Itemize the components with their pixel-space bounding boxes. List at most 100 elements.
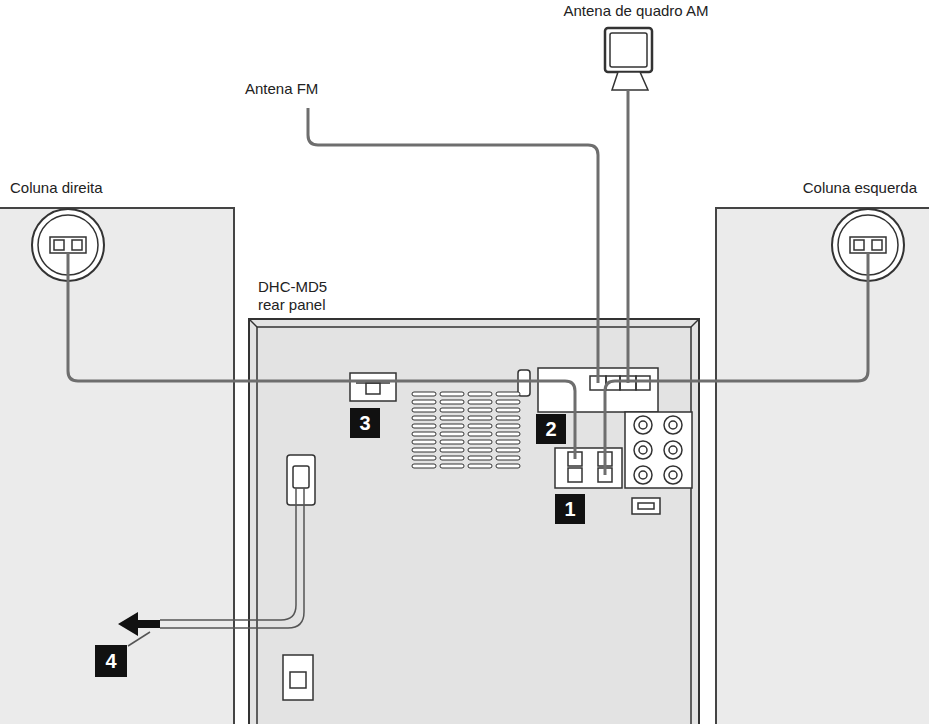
- am-antenna-wire: [627, 90, 630, 110]
- speaker-wire: [248, 381, 575, 459]
- part-label: Coluna esquerda: [717, 179, 929, 197]
- power-cord: [160, 488, 296, 620]
- antenna-terminal: [636, 376, 650, 390]
- jack: [664, 441, 682, 459]
- panel-bevel: [257, 327, 691, 724]
- connector: [632, 498, 660, 514]
- vent-slot: [412, 456, 436, 460]
- vents: [412, 392, 520, 468]
- vent-slot: [468, 400, 492, 404]
- am-antenna-wire: [627, 318, 630, 383]
- jack: [639, 471, 647, 479]
- vent-slot: [468, 408, 492, 412]
- vent-slot: [496, 456, 520, 460]
- arrow-to-outlet: [118, 612, 160, 636]
- panel-corner: [691, 320, 698, 327]
- jack: [639, 421, 647, 429]
- vent-slot: [496, 432, 520, 436]
- speaker-box: Coluna direita4: [0, 207, 235, 724]
- speaker-wire: [68, 253, 235, 381]
- vent-slot: [496, 424, 520, 428]
- cord-plug: [293, 466, 309, 488]
- panel-corner: [250, 320, 257, 327]
- callout-number: 4: [95, 645, 127, 677]
- speaker-terminal: [850, 237, 886, 253]
- jack: [634, 441, 652, 459]
- vent-slot: [496, 408, 520, 412]
- antenna-label: Antena FM: [245, 80, 318, 97]
- jack-panel: [625, 412, 692, 488]
- socket: [283, 655, 313, 700]
- part-label: Coluna direita: [0, 179, 233, 197]
- vent-slot: [440, 440, 464, 444]
- vent-slot: [468, 392, 492, 396]
- voltage-selector: [350, 373, 396, 401]
- vent-slot: [412, 408, 436, 412]
- speaker-box: Coluna esquerda: [715, 207, 929, 724]
- jack: [634, 416, 652, 434]
- antenna-wire: [627, 110, 630, 318]
- vent-slot: [412, 400, 436, 404]
- callout-number: 1: [555, 494, 585, 524]
- vent-slot: [440, 464, 464, 468]
- vent-slot: [440, 416, 464, 420]
- vent-slot: [412, 392, 436, 396]
- vent-slot: [412, 440, 436, 444]
- vent-slot: [468, 424, 492, 428]
- part-label: Antena de quadro AM: [536, 2, 736, 19]
- power-cord: [160, 488, 304, 628]
- speaker-wire: [700, 380, 715, 383]
- vent-slot: [468, 464, 492, 468]
- vent-slot: [496, 464, 520, 468]
- speaker-terminal: [50, 237, 86, 253]
- callout-number: 4: [105, 651, 116, 671]
- vent-slot: [440, 456, 464, 460]
- vent-slot: [440, 392, 464, 396]
- callout-number: 3: [350, 408, 380, 438]
- antenna-stand: [612, 72, 648, 90]
- vent-slot: [468, 456, 492, 460]
- leader-line: [128, 632, 150, 646]
- vent-slot: [468, 440, 492, 444]
- jack: [664, 466, 682, 484]
- vent-slot: [496, 440, 520, 444]
- vent-slot: [412, 464, 436, 468]
- terminal-screw: [872, 240, 882, 250]
- vent-slot: [440, 448, 464, 452]
- jack: [669, 446, 677, 454]
- cord-holder: [287, 455, 315, 505]
- vent-slot: [496, 400, 520, 404]
- vent-slot: [468, 432, 492, 436]
- vent-slot: [440, 400, 464, 404]
- callout-number: 2: [545, 419, 556, 439]
- terminal-screw: [854, 240, 864, 250]
- terminal-screw: [54, 240, 64, 250]
- vent-slot: [412, 416, 436, 420]
- vent-slot: [468, 416, 492, 420]
- loop-antenna-inner: [610, 33, 647, 67]
- selector-knob: [366, 383, 380, 394]
- callout-number: 2: [536, 414, 566, 444]
- vent-slot: [440, 408, 464, 412]
- speaker-wire: [715, 253, 868, 381]
- connector-pins: [638, 503, 654, 509]
- vent-slot: [496, 416, 520, 420]
- vent-slot: [412, 448, 436, 452]
- vent-slot: [412, 424, 436, 428]
- part-label: DHC-MD5 rear panel: [250, 278, 348, 314]
- callout-number: 3: [359, 413, 370, 433]
- vent-slot: [468, 448, 492, 452]
- vent-slot: [412, 432, 436, 436]
- vent-slot: [440, 432, 464, 436]
- vent-slot: [496, 392, 520, 396]
- jack: [669, 421, 677, 429]
- speaker-terminal: [568, 468, 582, 482]
- jack: [669, 471, 677, 479]
- jack: [664, 416, 682, 434]
- speaker-wire: [605, 381, 700, 475]
- socket-inner: [290, 672, 306, 688]
- callout-number: 1: [564, 499, 575, 519]
